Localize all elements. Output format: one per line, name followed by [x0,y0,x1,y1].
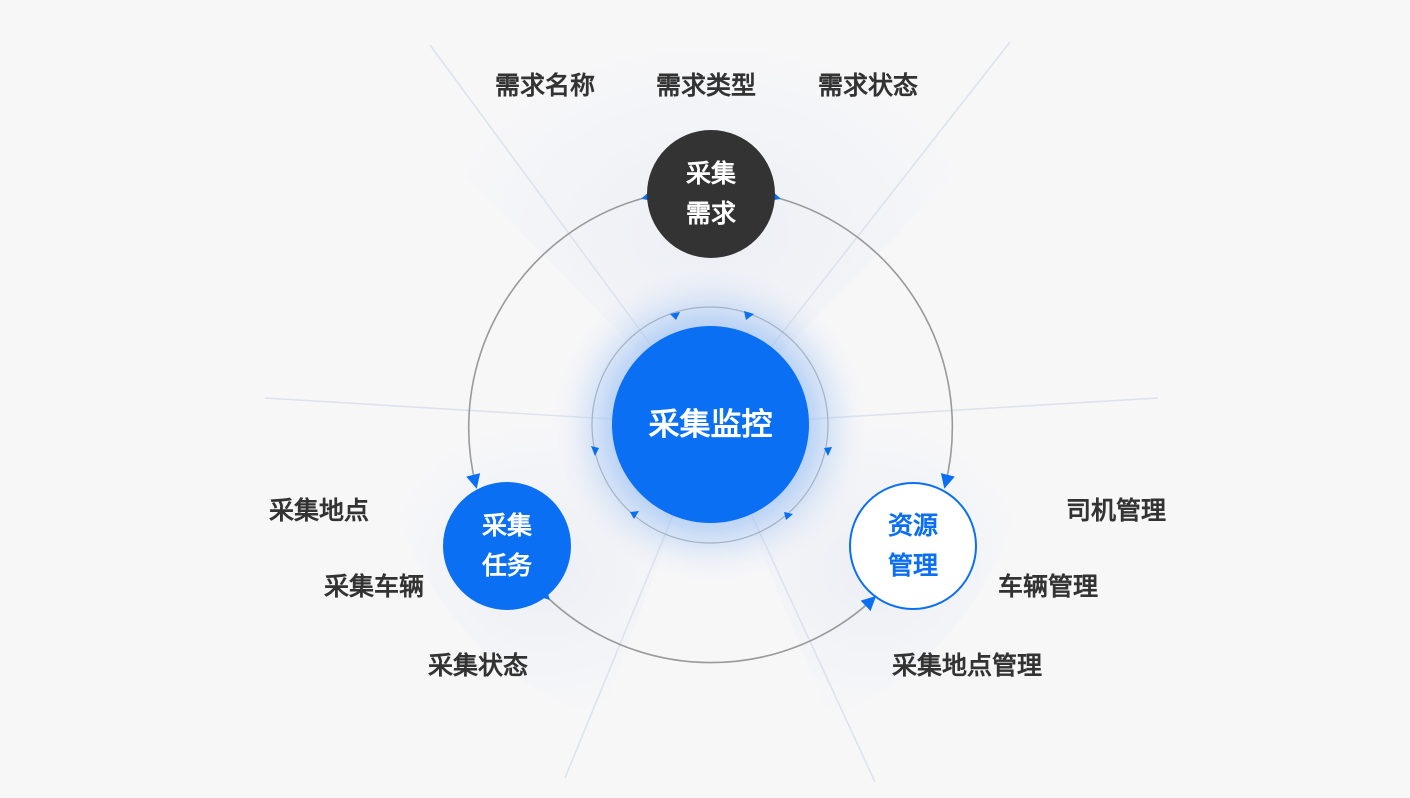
center-node-label: 采集监控 [648,406,773,443]
task-label-location: 采集地点 [269,496,370,525]
arc-task-to-resource [534,584,877,664]
task-label-vehicle: 采集车辆 [324,572,425,601]
demand-node[interactable]: 采集 需求 [647,130,775,258]
resource-label-driver: 司机管理 [1066,496,1167,525]
resource-node-line2: 管理 [887,551,938,580]
task-node-line2: 任务 [481,551,532,580]
task-label-status: 采集状态 [428,651,529,680]
resource-node[interactable]: 资源 管理 [849,482,977,610]
task-node[interactable]: 采集 任务 [443,482,571,610]
cycle-arcs [466,187,955,664]
arc-demand-to-resource [764,187,955,489]
task-node-line1: 采集 [481,511,532,540]
resource-node-line1: 资源 [887,511,938,540]
demand-node-line2: 需求 [685,199,736,228]
resource-label-vehicle: 车辆管理 [998,572,1099,601]
demand-label-type: 需求类型 [656,71,757,100]
inner-ring-arrows [591,311,832,520]
center-node[interactable]: 采集监控 [612,326,809,523]
demand-label-name: 需求名称 [495,71,596,100]
resource-label-location: 采集地点管理 [892,651,1043,680]
demand-label-status: 需求状态 [818,71,919,100]
arc-demand-to-task [466,188,658,489]
inner-ring [591,306,829,544]
demand-node-line1: 采集 [685,159,736,188]
